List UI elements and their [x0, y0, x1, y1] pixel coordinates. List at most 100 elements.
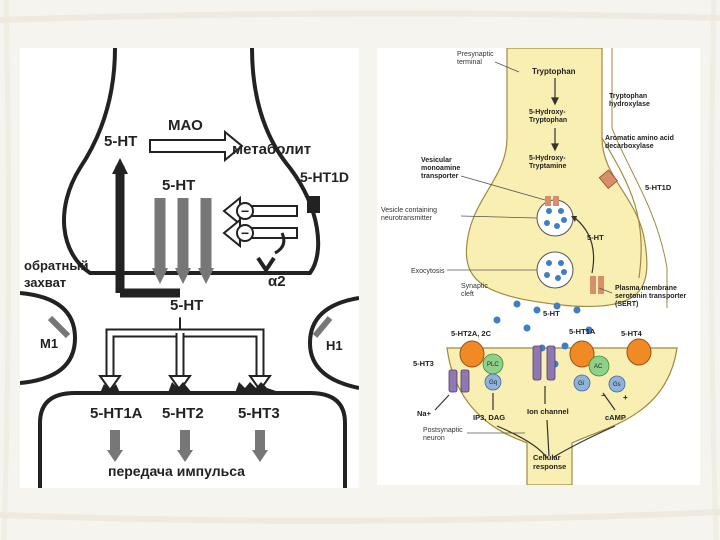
vesicle-line-1: Vesicle containing [381, 207, 437, 214]
cellular-response-line-1: Cellular [533, 453, 561, 462]
leader-lines [447, 61, 613, 434]
receptor-1d-symbol [307, 196, 320, 213]
neighbor-neuron-m1 [19, 291, 78, 385]
camp-label: cAMP [605, 413, 626, 422]
serotonin-cleft-label: 5-HT [170, 297, 203, 314]
postsynaptic-receptors [100, 382, 282, 393]
receptor-1a-label: 5-HT1A [569, 327, 596, 336]
reuptake-line-2: захват [24, 275, 66, 290]
tryptophan-hydroxylase-line-1: Tryptophan [609, 93, 647, 100]
na-arrow [434, 394, 450, 411]
release-arrows [152, 198, 214, 284]
vmat-line-1: Vesicular [421, 157, 452, 164]
na-label: Na+ [417, 409, 432, 418]
presynaptic-terminal-right-edge [601, 137, 642, 279]
right-diagram-svg: Presynaptic terminal Tryptophan Tryptoph… [381, 47, 688, 486]
receptor-1d-label: 5-HT1D [300, 169, 349, 185]
sert-line-2: serotonin transporter [615, 293, 686, 300]
plus-label: + [623, 393, 628, 402]
synthesis-arrows [551, 78, 559, 152]
tryptophan-hydroxylase-line-2: hydroxylase [609, 101, 650, 108]
mao-label: МАО [168, 117, 203, 134]
receptor-1d-symbol [598, 169, 619, 190]
aromatic-line-2: decarboxylase [605, 143, 654, 150]
aromatic-line-1: Aromatic amino acid [605, 135, 674, 142]
synaptic-cleft-line-2: cleft [461, 291, 474, 298]
cleft-branch-arrows [98, 308, 272, 392]
ion-channel [532, 345, 556, 381]
ip3-label: IP3, DAG [473, 413, 505, 422]
m1-label: M1 [40, 336, 58, 351]
impulse-arrows [107, 430, 268, 462]
sert-symbol [590, 276, 604, 294]
presynaptic-line-2: terminal [457, 59, 482, 66]
reuptake-line-1: обратный [24, 258, 88, 273]
ion-channel-label: Ion channel [527, 407, 569, 416]
postsynaptic-receptor-1a [569, 340, 610, 392]
gq-label: Gq [489, 380, 497, 386]
presynaptic-line-1: Presynaptic [457, 51, 494, 58]
vesicle-exocytosis [536, 251, 574, 289]
receptor-3-label: 5-HT3 [238, 405, 280, 422]
presynaptic-terminal-far [611, 48, 668, 308]
left-diagram-svg: МАО 5-HT метаболит 5-HT1D 5-HT − − обрат… [19, 47, 360, 488]
presynaptic-label: Presynaptic terminal [457, 51, 496, 66]
ac-label: AC [594, 364, 603, 370]
postsynaptic-receptor-2a2c [459, 340, 504, 391]
left-synapse-diagram: МАО 5-HT метаболит 5-HT1D 5-HT − − обрат… [19, 47, 360, 488]
inhibition-arrow-1 [222, 195, 298, 227]
serotonin-label: 5-HT [587, 233, 604, 242]
impulse-label: передача импульса [108, 463, 245, 479]
m1-arrow [47, 315, 71, 339]
h1-arrow [312, 316, 333, 338]
reuptake-curve-arrow [574, 217, 595, 274]
hydroxy-tryptophan-line-2: Tryptophan [529, 117, 567, 124]
neighbor-neuron-h1 [307, 296, 360, 390]
cellular-response-line-2: response [533, 462, 566, 471]
vesicle-label: Vesicle containing neurotransmitter [381, 207, 439, 222]
postsynaptic-label: Postsynaptic neuron [423, 427, 465, 442]
synaptic-cleft-line-1: Synaptic [461, 283, 488, 290]
right-synapse-diagram: Presynaptic terminal Tryptophan Tryptoph… [377, 47, 700, 486]
reuptake-label: обратный захват [24, 258, 92, 290]
alpha2-label: α2 [268, 273, 286, 290]
receptor-3-channel [448, 369, 470, 393]
receptor-2a2c-label: 5-HT2A, 2C [451, 329, 492, 338]
vmat-line-3: transporter [421, 173, 459, 180]
receptor-2-label: 5-HT2 [162, 405, 204, 422]
vesicle-line-2: neurotransmitter [381, 215, 433, 222]
sert-label: Plasma membrane serotonin transporter (S… [615, 285, 688, 308]
minus-circle-2 [236, 224, 254, 242]
sert-line-3: (SERT) [615, 301, 638, 308]
exocytosis-label: Exocytosis [411, 268, 445, 275]
signaling-arrows [492, 386, 616, 459]
tryptophan-label: Tryptophan [532, 67, 576, 76]
serotonin-top-label: 5-HT [104, 133, 137, 150]
aromatic-label: Aromatic amino acid decarboxylase [605, 135, 676, 150]
gi-label: Gi [578, 381, 584, 387]
sert-line-1: Plasma membrane [615, 285, 677, 292]
postsynaptic-receptor-4 [608, 338, 652, 393]
vmat-transporter [545, 196, 559, 206]
postsynaptic-line-2: neuron [423, 435, 445, 442]
receptor-4-label: 5-HT4 [621, 329, 643, 338]
plc-label: PLC [487, 362, 499, 368]
synaptic-cleft-label: Synaptic cleft [461, 283, 490, 298]
vmat-line-2: monoamine [421, 165, 460, 172]
minus-circle-1 [236, 202, 254, 220]
receptor-1d-label: 5-HT1D [645, 183, 672, 192]
postsynaptic-line-1: Postsynaptic [423, 427, 463, 434]
receptor-3-label: 5-HT3 [413, 359, 434, 368]
h1-label: H1 [326, 338, 343, 353]
inhibition-arrow-2 [222, 217, 298, 249]
hydroxy-tryptamine-line-2: Tryptamine [529, 163, 566, 170]
hydroxy-tryptophan-label: 5-Hydroxy- Tryptophan [529, 109, 568, 124]
hydroxy-tryptamine-line-1: 5-Hydroxy- [529, 155, 566, 162]
minus-2-label: − [241, 225, 249, 241]
vmat-label: Vesicular monoamine transporter [421, 157, 462, 180]
hydroxy-tryptophan-line-1: 5-Hydroxy- [529, 109, 566, 116]
serotonin-mid-label: 5-HT [162, 177, 195, 194]
minus-1-label: − [241, 203, 249, 219]
serotonin-cleft-label: 5-HT [543, 309, 560, 318]
